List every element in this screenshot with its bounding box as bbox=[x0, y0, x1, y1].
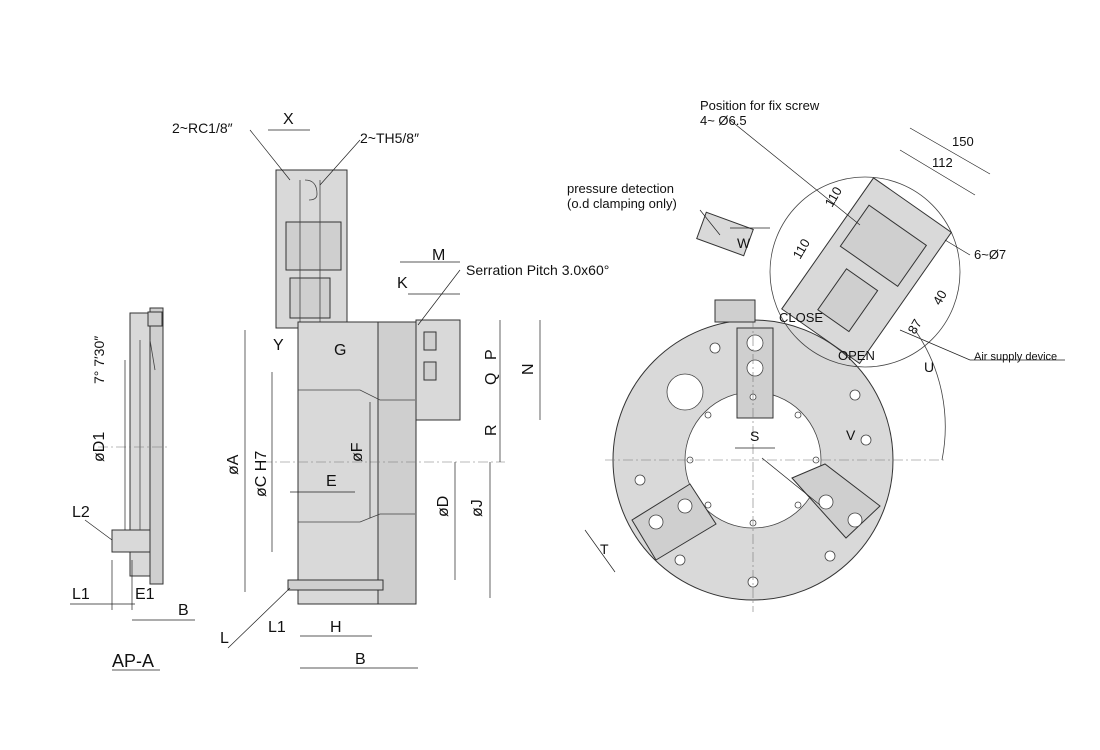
label-angle: 7° 7′30″ bbox=[91, 336, 107, 384]
label-d: øD bbox=[435, 496, 452, 517]
label-87: 87 bbox=[905, 316, 925, 336]
front-face-view bbox=[584, 119, 1065, 612]
label-pressure-2: (o.d clamping only) bbox=[567, 196, 677, 211]
label-p: P bbox=[483, 349, 500, 360]
label-c: øC H7 bbox=[253, 451, 270, 497]
label-fix-screw-1: Position for fix screw bbox=[700, 98, 820, 113]
label-112: 112 bbox=[932, 155, 953, 170]
label-e1: E1 bbox=[135, 586, 155, 603]
label-fix-screw-2: 4~ Ø6.5 bbox=[700, 113, 747, 128]
label-6holes: 6~Ø7 bbox=[974, 247, 1006, 262]
label-w: W bbox=[737, 235, 751, 251]
label-n: N bbox=[520, 363, 537, 375]
label-y: Y bbox=[273, 337, 284, 354]
label-r: R bbox=[483, 424, 500, 436]
label-open: OPEN bbox=[838, 348, 875, 363]
label-b-side: B bbox=[178, 602, 189, 619]
label-serration: Serration Pitch 3.0x60° bbox=[466, 262, 609, 278]
label-l1-front: L1 bbox=[268, 619, 286, 636]
labels: 2~RC1/8″ X 2~TH5/8″ K M Serration Pitch … bbox=[72, 98, 1057, 671]
label-f: øF bbox=[349, 442, 366, 462]
label-pressure-1: pressure detection bbox=[567, 181, 674, 196]
label-u: U bbox=[924, 359, 934, 375]
label-110b: 110 bbox=[790, 236, 813, 261]
label-x: X bbox=[283, 111, 294, 128]
label-rc18: 2~RC1/8″ bbox=[172, 120, 233, 136]
label-h: H bbox=[330, 619, 342, 636]
label-m: M bbox=[432, 247, 445, 264]
label-q: Q bbox=[483, 373, 500, 385]
label-th58: 2~TH5/8″ bbox=[360, 130, 419, 146]
label-s: S bbox=[750, 428, 759, 444]
label-g: G bbox=[334, 342, 346, 359]
label-ap-a: AP-A bbox=[112, 651, 154, 671]
label-air: Air supply device bbox=[974, 351, 1057, 363]
side-view-ap-a bbox=[70, 307, 195, 671]
label-40: 40 bbox=[930, 287, 950, 307]
label-l2: L2 bbox=[72, 504, 90, 521]
label-b-front: B bbox=[355, 651, 366, 668]
section-view bbox=[227, 129, 541, 669]
label-l: L bbox=[220, 630, 229, 647]
label-150: 150 bbox=[952, 134, 974, 149]
label-v: V bbox=[846, 427, 856, 443]
label-j: øJ bbox=[469, 499, 486, 517]
label-110a: 110 bbox=[822, 184, 845, 209]
label-k: K bbox=[397, 275, 408, 292]
label-t: T bbox=[600, 541, 609, 557]
label-a: øA bbox=[225, 454, 242, 475]
label-close: CLOSE bbox=[779, 310, 823, 325]
label-e: E bbox=[326, 473, 337, 490]
label-d1: øD1 bbox=[91, 432, 108, 462]
label-l1-side: L1 bbox=[72, 586, 90, 603]
